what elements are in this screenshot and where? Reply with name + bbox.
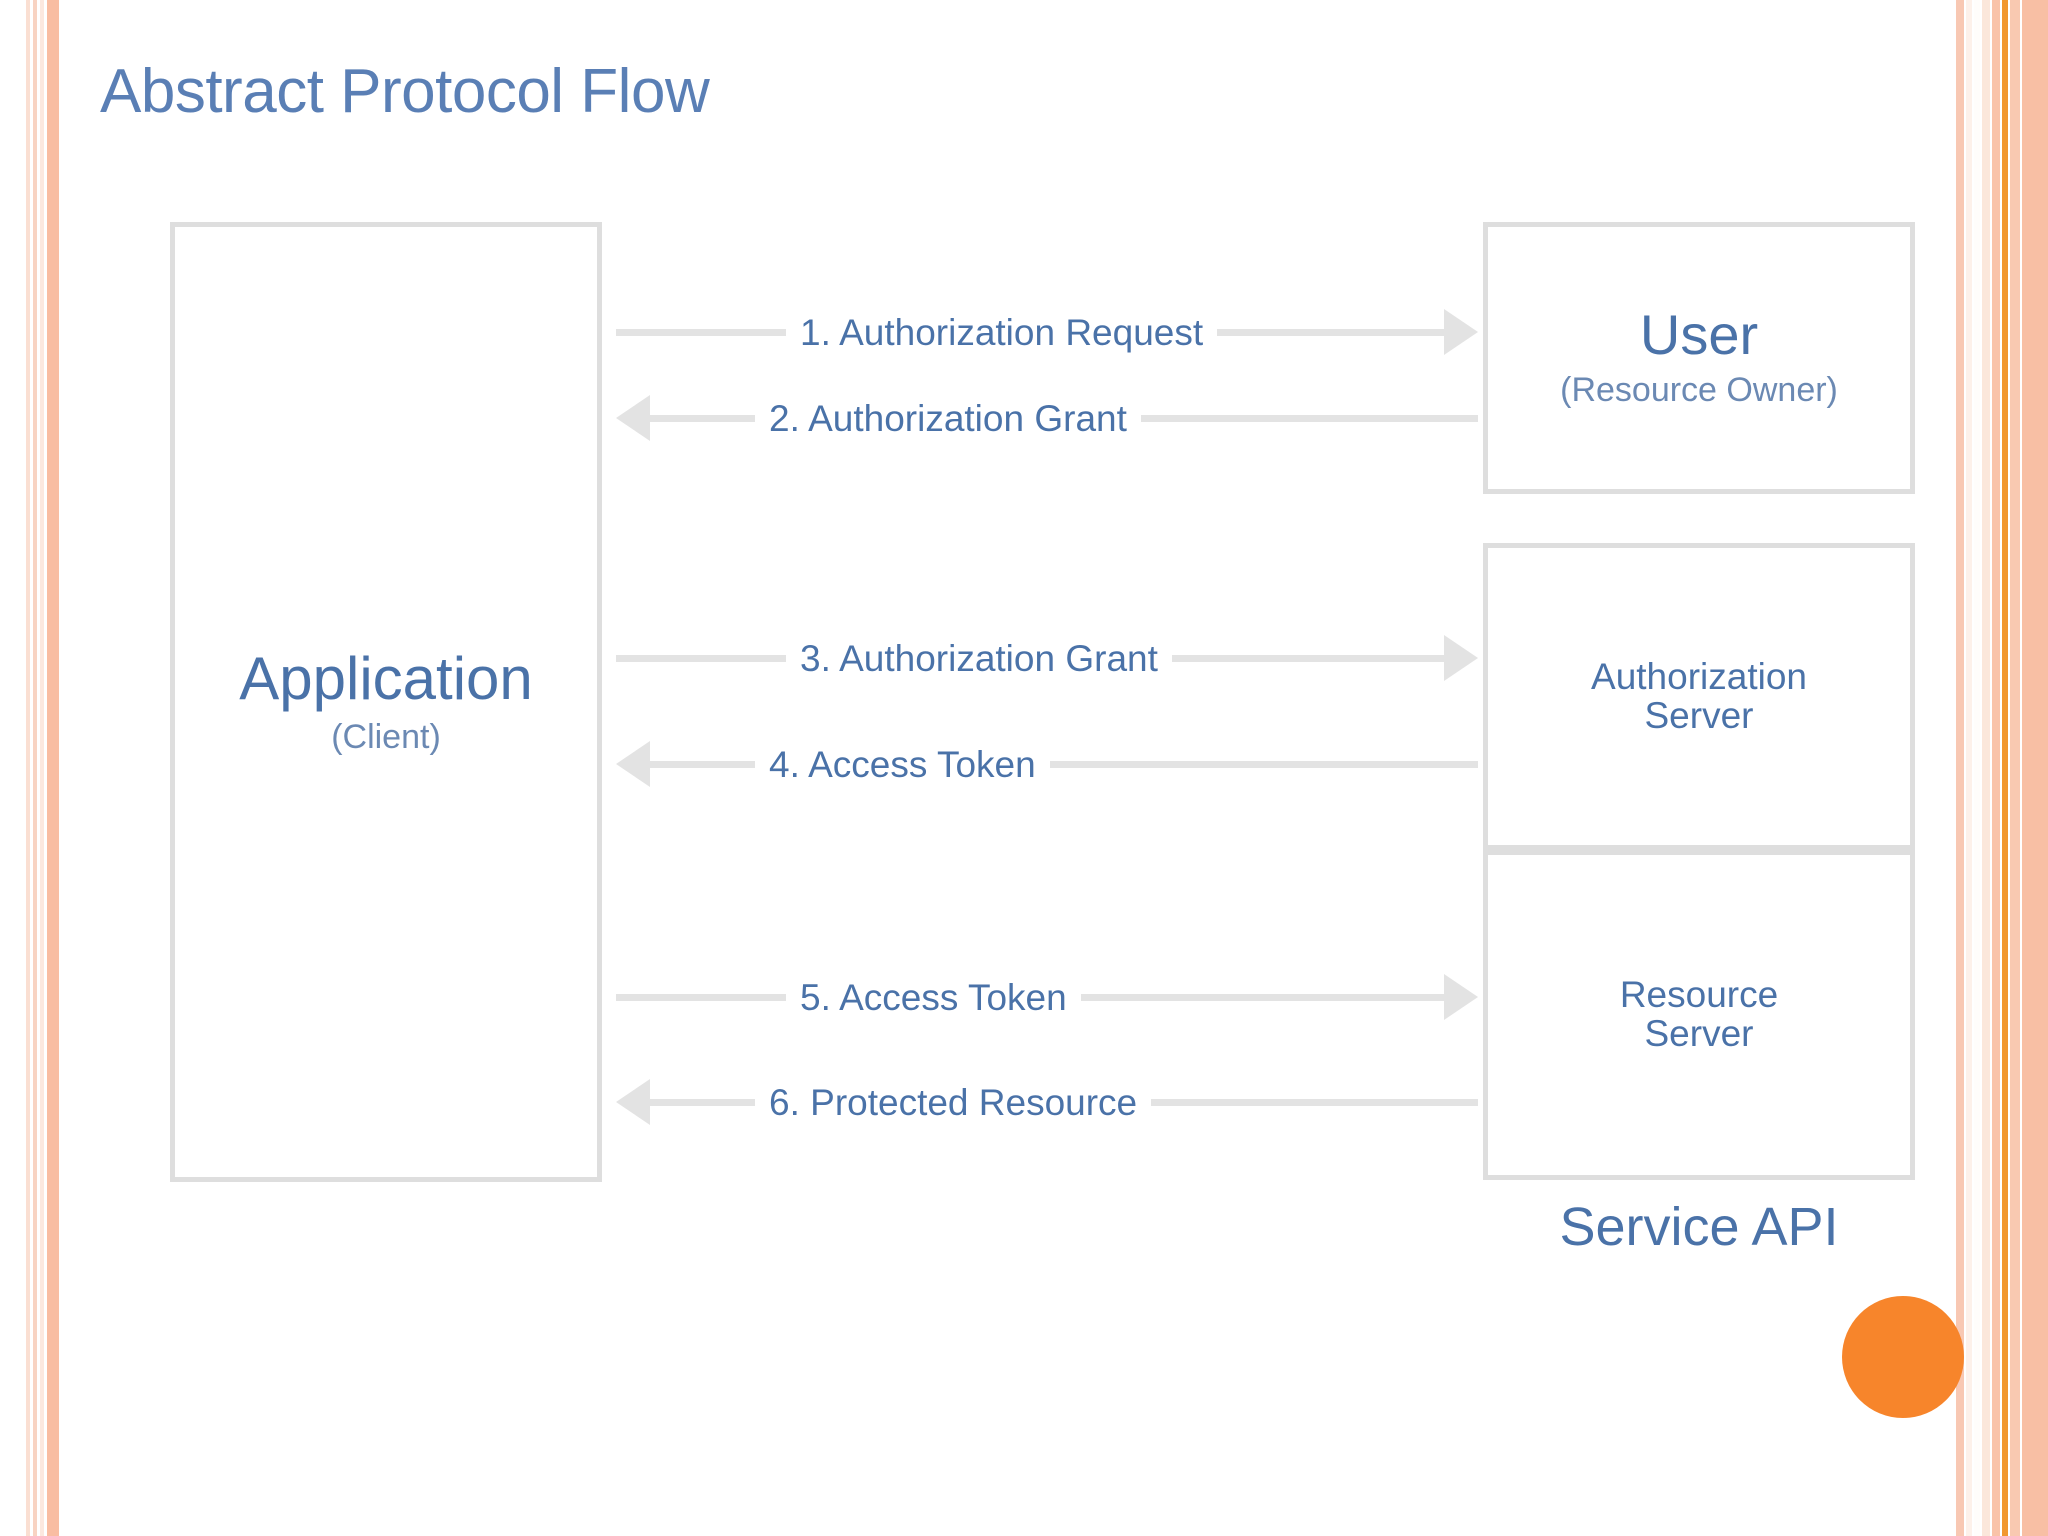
flow-line	[650, 1098, 755, 1106]
page-title: Abstract Protocol Flow	[100, 57, 710, 126]
node-authorization-server: Authorization Server	[1483, 543, 1915, 850]
flow-line	[1140, 414, 1478, 422]
node-authorization-server-line2: Server	[1644, 694, 1754, 736]
flow-line	[1080, 993, 1444, 1001]
flow-line	[1151, 1098, 1478, 1106]
flow-step-6: 6. Protected Resource	[616, 1073, 1478, 1131]
flow-line	[1217, 328, 1444, 336]
arrow-right-icon	[1444, 974, 1478, 1020]
node-user-subtitle: (Resource Owner)	[1560, 370, 1838, 409]
arrow-left-icon	[616, 395, 650, 441]
flow-step-3-label: 3. Authorization Grant	[800, 637, 1158, 679]
arrow-left-icon	[616, 741, 650, 787]
service-api-label: Service API	[1559, 1197, 1839, 1257]
node-resource-server-line1: Resource	[1619, 974, 1779, 1016]
node-application: Application (Client)	[170, 222, 602, 1182]
flow-step-4: 4. Access Token	[616, 735, 1478, 793]
arrow-right-icon	[1444, 309, 1478, 355]
flow-line	[1171, 654, 1444, 662]
flow-line	[616, 328, 786, 336]
flow-step-5: 5. Access Token	[616, 968, 1478, 1026]
flow-line	[616, 654, 786, 662]
flow-line	[1049, 760, 1478, 768]
flow-step-2-label: 2. Authorization Grant	[769, 397, 1127, 439]
node-authorization-server-line1: Authorization	[1591, 655, 1807, 697]
flow-step-6-label: 6. Protected Resource	[769, 1081, 1138, 1123]
node-application-subtitle: (Client)	[331, 717, 441, 756]
flow-step-1: 1. Authorization Request	[616, 303, 1478, 361]
flow-step-4-label: 4. Access Token	[769, 743, 1036, 785]
flow-line	[616, 993, 786, 1001]
flow-step-5-label: 5. Access Token	[800, 976, 1067, 1018]
node-resource-server-line2: Server	[1644, 1013, 1754, 1054]
flow-step-3: 3. Authorization Grant	[616, 629, 1478, 687]
node-resource-server: Resource Server	[1483, 850, 1915, 1180]
flow-step-2: 2. Authorization Grant	[616, 389, 1478, 447]
node-user: User (Resource Owner)	[1483, 222, 1915, 494]
node-application-title: Application	[239, 644, 533, 712]
flow-line	[650, 760, 755, 768]
flow-line	[650, 414, 755, 422]
accent-circle-decoration	[1842, 1296, 1964, 1418]
arrow-right-icon	[1444, 635, 1478, 681]
node-user-title: User	[1639, 303, 1759, 367]
arrow-left-icon	[616, 1079, 650, 1125]
flow-step-1-label: 1. Authorization Request	[800, 311, 1204, 353]
